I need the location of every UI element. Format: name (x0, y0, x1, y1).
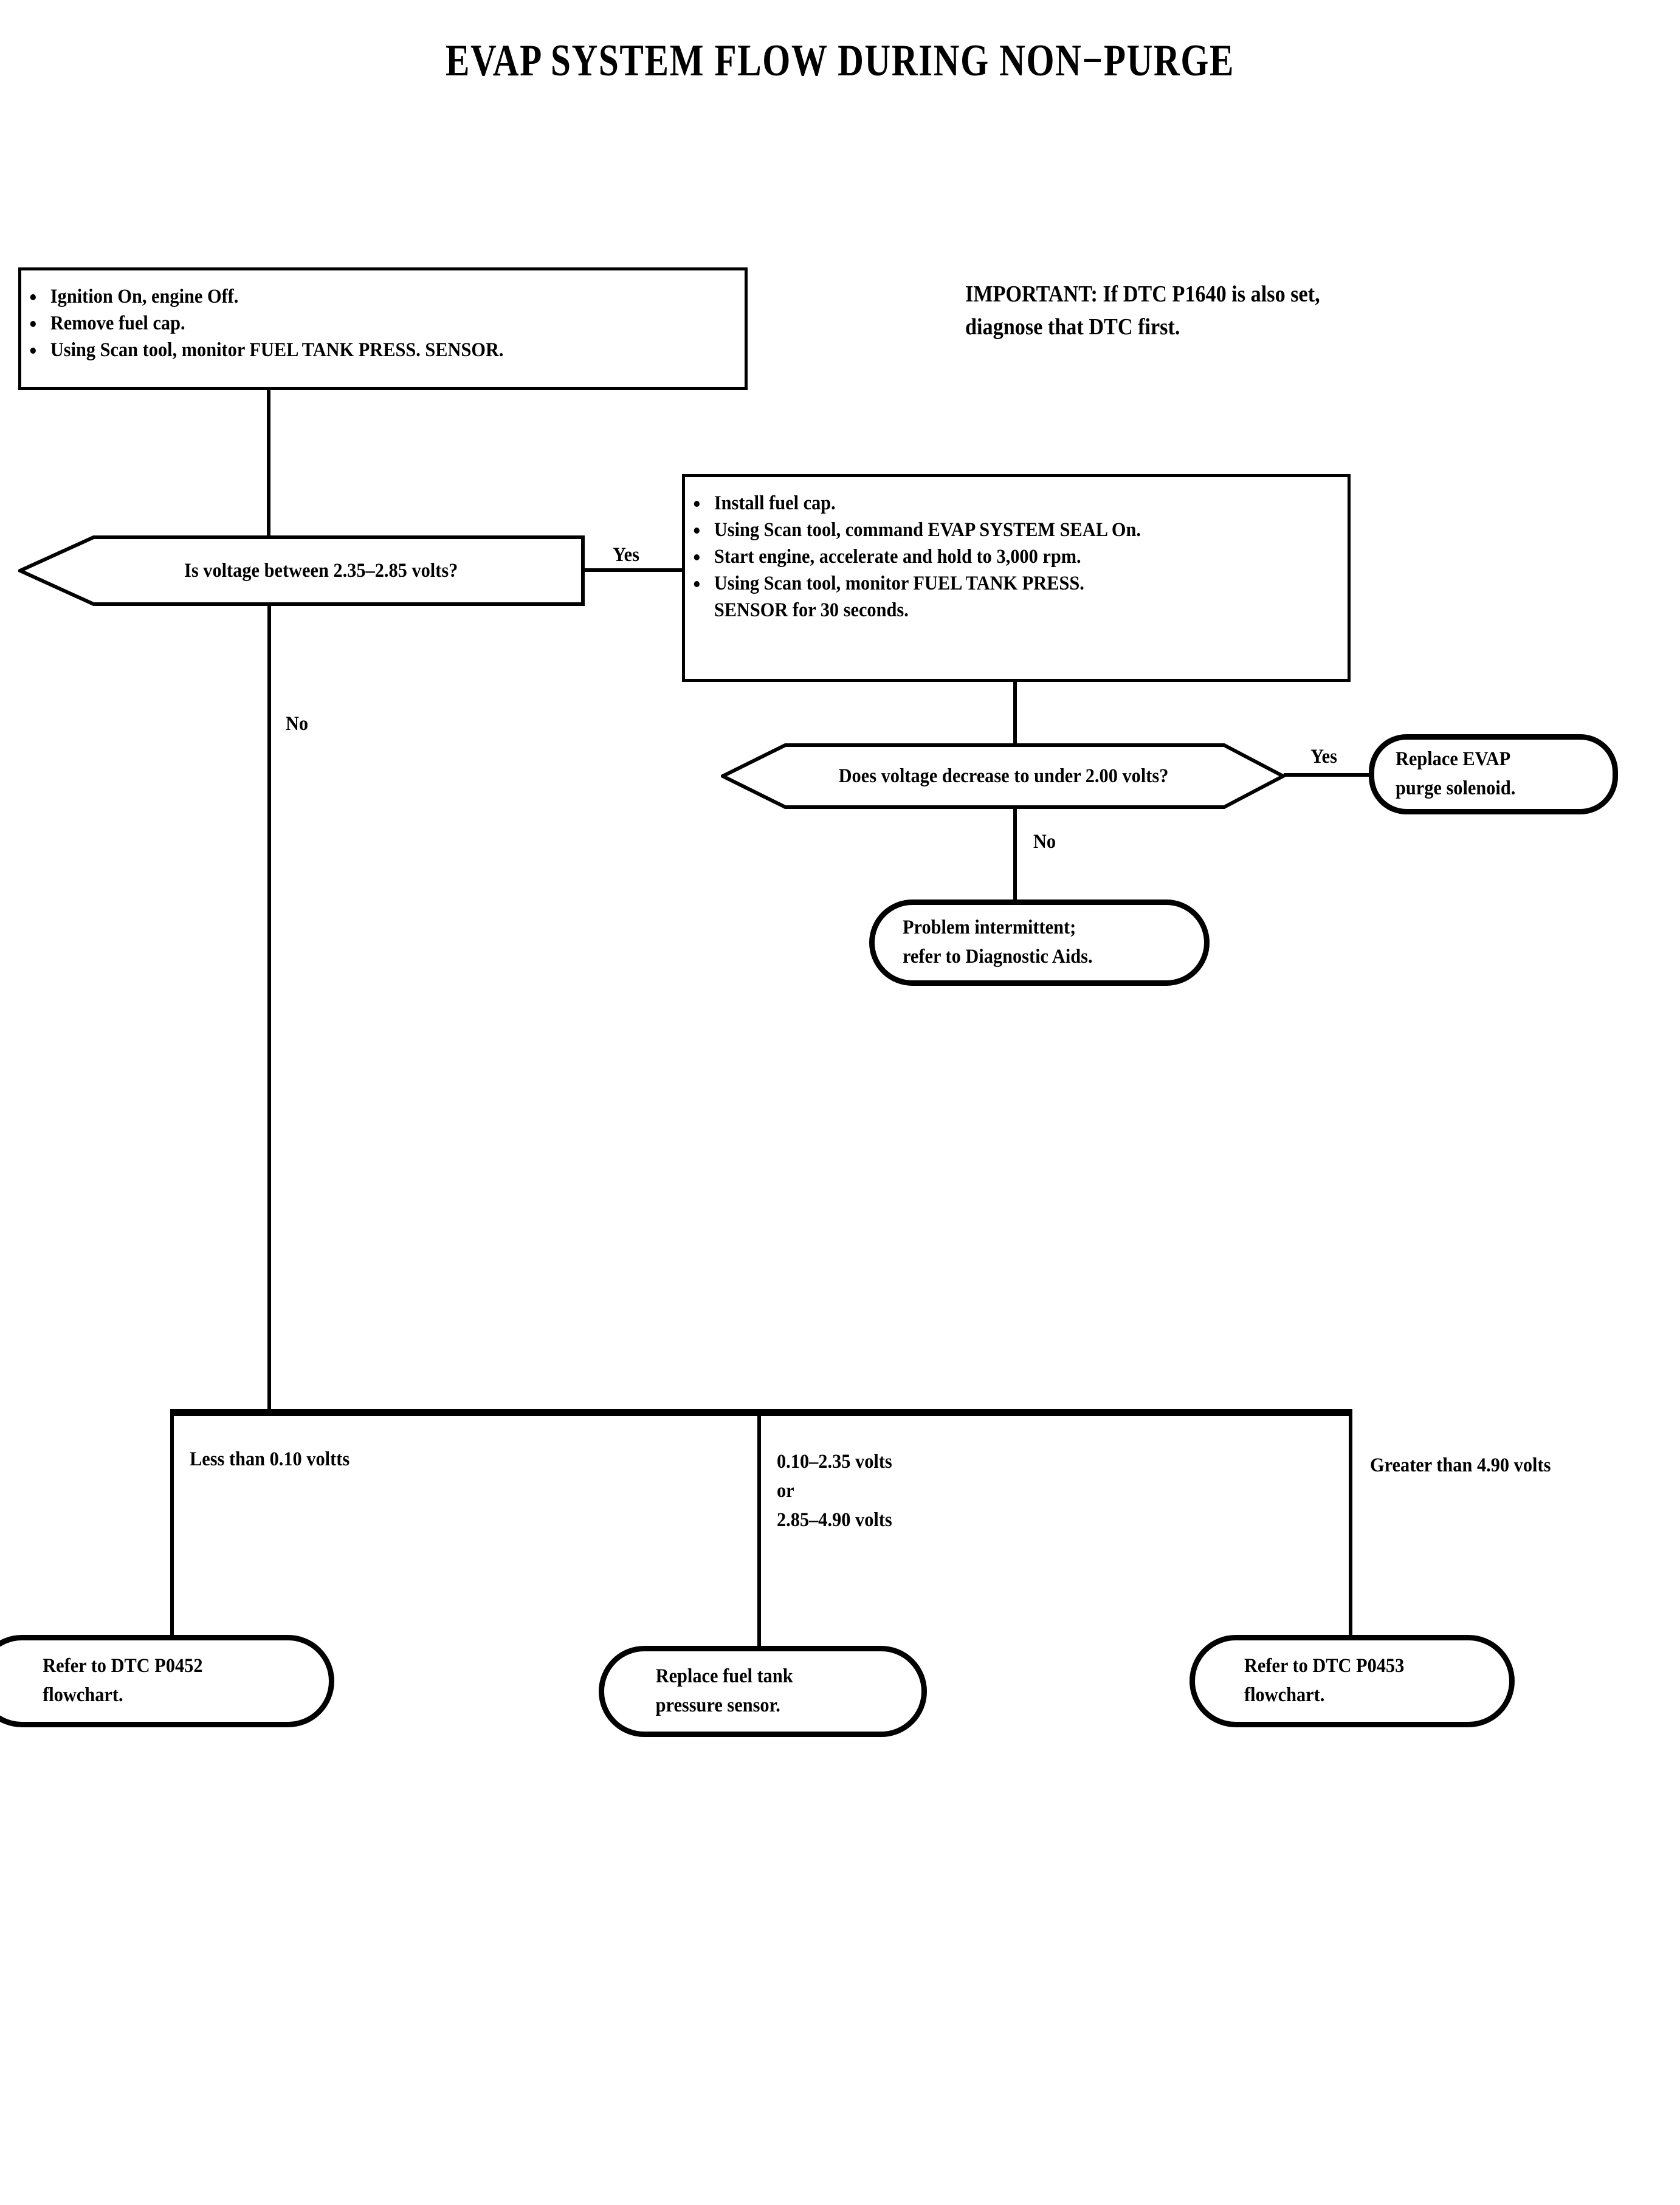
decision1-no-label: No (286, 713, 309, 735)
terminal-dtc-p0452-text: Refer to DTC P0452 flowchart. (43, 1655, 203, 1706)
branch-label-mid-range: 0.10–2.35 volts or 2.85–4.90 volts (777, 1451, 892, 1531)
process2-bullet-2: Using Scan tool, command EVAP SYSTEM SEA… (685, 517, 1295, 544)
decision2-hexagon-shape (718, 743, 1287, 809)
terminal-dtc-p0453: Refer to DTC P0453 flowchart. (1189, 1635, 1515, 1727)
decision-hexagon-shape (15, 535, 585, 606)
terminal-dtc-p0453-text: Refer to DTC P0453 flowchart. (1244, 1655, 1405, 1706)
page-title: EVAP SYSTEM FLOW DURING NON−PURGE (445, 36, 1235, 86)
branch-label-less-than: Less than 0.10 voltts (190, 1448, 350, 1470)
decision-voltage-range: Is voltage between 2.35–2.85 volts? (15, 535, 585, 607)
decision-voltage-decrease: Does voltage decrease to under 2.00 volt… (718, 743, 1287, 810)
process2-bullet-1: Install fuel cap. (685, 490, 1295, 517)
decision2-no-label: No (1033, 831, 1056, 853)
process2-bullet-3: Start engine, accelerate and hold to 3,0… (685, 544, 1295, 571)
important-note: IMPORTANT: If DTC P1640 is also set, dia… (965, 281, 1320, 340)
start-process-box: Ignition On, engine Off. Remove fuel cap… (18, 267, 748, 390)
terminal-problem-intermittent-text: Problem intermittent; refer to Diagnosti… (903, 917, 1093, 968)
start-bullet-2: Remove fuel cap. (21, 311, 687, 337)
start-box-bullet-list: Ignition On, engine Off. Remove fuel cap… (21, 284, 745, 364)
terminal-replace-purge-solenoid-text: Replace EVAP purge solenoid. (1395, 748, 1516, 799)
start-bullet-3: Using Scan tool, monitor FUEL TANK PRESS… (21, 337, 687, 364)
process-box-seal-test: Install fuel cap. Using Scan tool, comma… (682, 474, 1351, 682)
start-bullet-1: Ignition On, engine Off. (21, 284, 687, 311)
process2-bullet-list: Install fuel cap. Using Scan tool, comma… (685, 490, 1348, 624)
decision2-yes-label: Yes (1310, 746, 1337, 768)
process2-bullet-4: Using Scan tool, monitor FUEL TANK PRESS… (685, 571, 1295, 624)
terminal-problem-intermittent: Problem intermittent; refer to Diagnosti… (869, 900, 1210, 986)
terminal-replace-purge-solenoid: Replace EVAP purge solenoid. (1369, 734, 1618, 814)
terminal-dtc-p0452: Refer to DTC P0452 flowchart. (0, 1635, 334, 1727)
decision1-yes-label: Yes (613, 544, 639, 566)
branch-label-greater-than: Greater than 4.90 volts (1370, 1454, 1551, 1476)
terminal-replace-fuel-tank-sensor-text: Replace fuel tank pressure sensor. (655, 1665, 793, 1716)
terminal-replace-fuel-tank-sensor: Replace fuel tank pressure sensor. (599, 1646, 927, 1737)
